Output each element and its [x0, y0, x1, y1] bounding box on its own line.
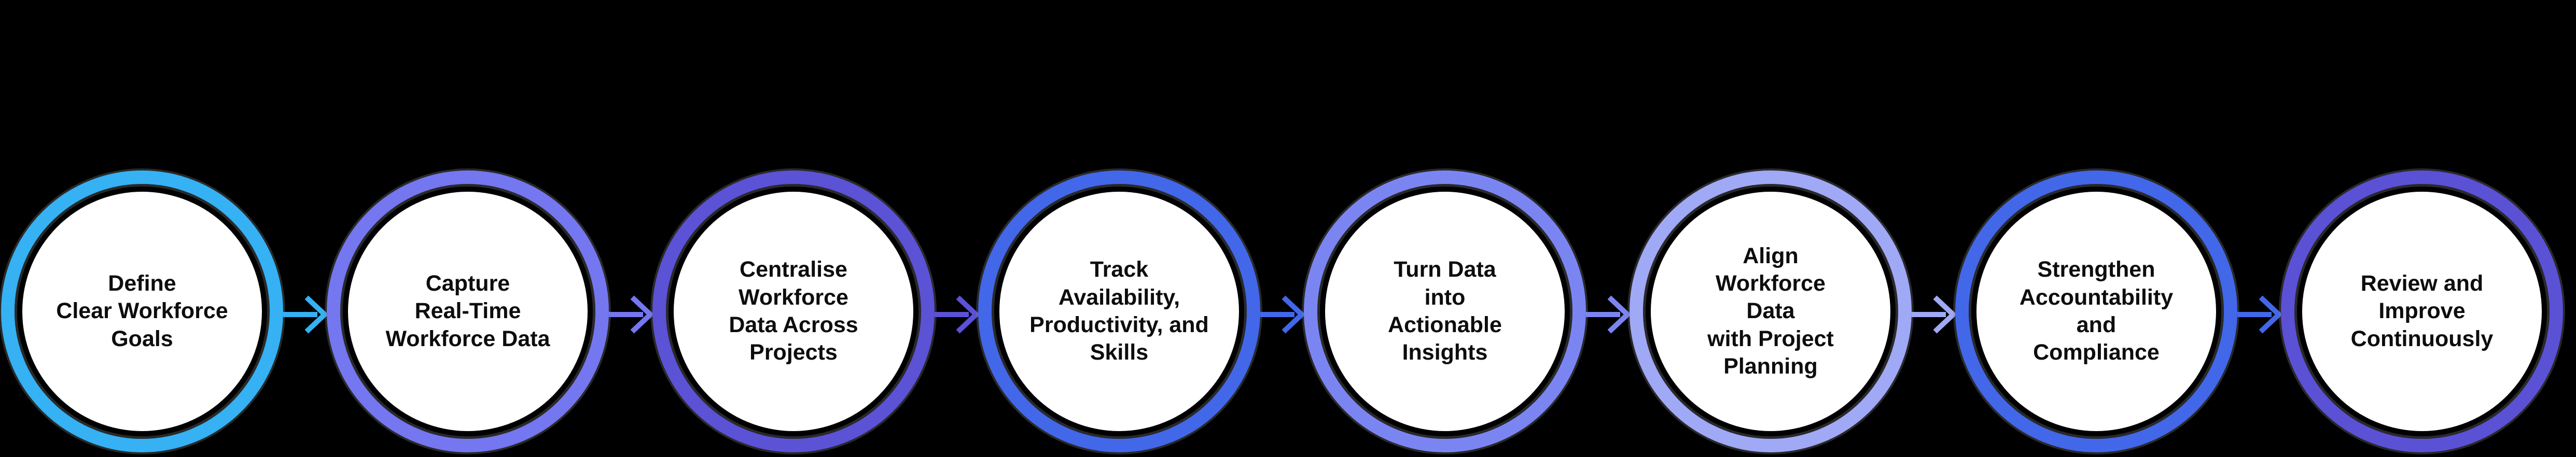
step-3-disc: Centralise Workforce Data Across Project…: [674, 192, 913, 431]
step-4-label: Track Availability, Productivity, and Sk…: [1029, 257, 1209, 365]
step-1-disc: Define Clear Workforce Goals: [22, 192, 262, 431]
step-5-label: Turn Data into Actionable Insights: [1388, 257, 1502, 365]
step-4-circle: Track Availability, Productivity, and Sk…: [978, 170, 1260, 452]
arrow-right-icon: [1912, 295, 1955, 334]
step-8-label: Review and Improve Continuously: [2350, 271, 2494, 351]
step-6-label: Align Workforce Data with Project Planni…: [1707, 243, 1834, 379]
arrow-right-icon: [609, 295, 652, 334]
arrow-right-icon: [1586, 295, 1630, 334]
arrow-right-icon: [935, 295, 978, 334]
step-1-label: Define Clear Workforce Goals: [56, 271, 228, 351]
step-8-disc: Review and Improve Continuously: [2302, 192, 2542, 431]
step-2-label: Capture Real-Time Workforce Data: [385, 271, 550, 351]
step-4-disc: Track Availability, Productivity, and Sk…: [999, 192, 1239, 431]
step-2-circle: Capture Real-Time Workforce Data: [327, 170, 609, 452]
step-3-circle: Centralise Workforce Data Across Project…: [652, 170, 935, 452]
step-3-label: Centralise Workforce Data Across Project…: [729, 257, 858, 365]
step-7-disc: Strengthen Accountability and Compliance: [1976, 192, 2216, 431]
step-5-disc: Turn Data into Actionable Insights: [1325, 192, 1565, 431]
step-6-disc: Align Workforce Data with Project Planni…: [1651, 192, 1890, 431]
arrow-right-icon: [1260, 295, 1304, 334]
arrow-right-icon: [2237, 295, 2281, 334]
step-5-circle: Turn Data into Actionable Insights: [1304, 170, 1586, 452]
step-6-circle: Align Workforce Data with Project Planni…: [1630, 170, 1912, 452]
arrow-right-icon: [283, 295, 327, 334]
step-7-circle: Strengthen Accountability and Compliance: [1955, 170, 2237, 452]
step-2-disc: Capture Real-Time Workforce Data: [348, 192, 588, 431]
step-8-circle: Review and Improve Continuously: [2281, 170, 2563, 452]
process-flow: Define Clear Workforce Goals Capture Rea…: [1, 170, 2563, 452]
step-7-label: Strengthen Accountability and Compliance: [2019, 257, 2174, 365]
step-1-circle: Define Clear Workforce Goals: [1, 170, 283, 452]
